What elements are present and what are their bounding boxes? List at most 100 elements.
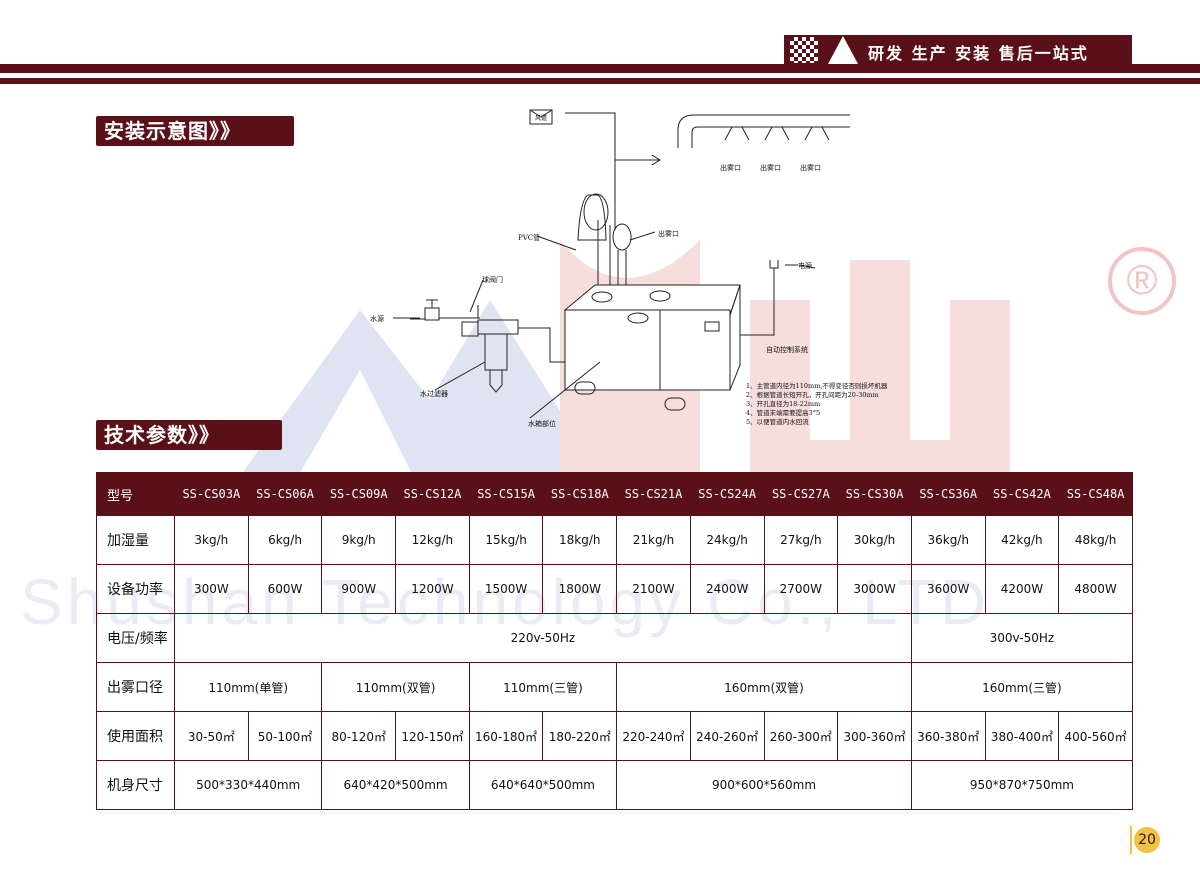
table-cell: 2100W <box>616 564 691 614</box>
table-cell: 3000W <box>837 564 912 614</box>
note-5: 5、以便管道内水回流 <box>746 417 809 426</box>
header-cell: SS-CS09A <box>321 472 397 516</box>
note-2: 2、根据管道长短开孔，开孔间距为20-30mm <box>746 390 879 399</box>
slogan-text: 研发 生产 安装 售后一站式 <box>868 44 1089 63</box>
label-water-filter: 水过滤器 <box>420 389 448 398</box>
table-cell: 15kg/h <box>468 515 544 565</box>
table-header-row: 型号 SS-CS03A SS-CS06A SS-CS09A SS-CS12A S… <box>96 472 1133 516</box>
table-cell: 6kg/h <box>247 515 323 565</box>
table-cell: 380-400㎡ <box>984 711 1060 761</box>
header-cell: SS-CS24A <box>689 472 765 516</box>
table-cell: 300W <box>174 564 249 614</box>
table-cell: 30-50㎡ <box>174 711 249 761</box>
table-cell: 4800W <box>1058 564 1133 614</box>
table-cell: 600W <box>247 564 323 614</box>
header-bar-bottom <box>0 78 1200 84</box>
header-cell: SS-CS27A <box>763 472 839 516</box>
table-cell: 42kg/h <box>984 515 1060 565</box>
label-auto-control: 自动控制系统 <box>766 345 808 354</box>
table-cell: 360-380㎡ <box>910 711 986 761</box>
label-power: 电源 <box>798 261 812 270</box>
wind-duct-icon <box>529 109 553 125</box>
header-cell: 型号 <box>96 472 175 516</box>
table-cell: 950*870*750mm <box>910 760 1133 810</box>
install-diagram-title: 安装示意图》》 <box>96 116 294 146</box>
table-cell: 48kg/h <box>1058 515 1133 565</box>
table-cell: 27kg/h <box>763 515 839 565</box>
header-bar-top <box>0 64 1200 73</box>
header-cell: SS-CS03A <box>174 472 249 516</box>
note-1: 1、主管道内径为110mm,不得变径否则损坏机器 <box>746 381 888 390</box>
header-cell: SS-CS06A <box>247 472 323 516</box>
registered-mark-icon: ® <box>1108 247 1176 315</box>
table-cell: 300-360㎡ <box>837 711 912 761</box>
label-mist-out: 出雾口 <box>658 229 679 238</box>
checker-logo-icon <box>790 37 818 63</box>
label-tank: 水箱部位 <box>528 419 556 428</box>
label-ball-valve: 球阀门 <box>482 275 503 284</box>
label-mist-1: 出雾口 <box>720 163 741 172</box>
table-cell: 160-180㎡ <box>468 711 544 761</box>
table-cell: 160mm(双管) <box>616 662 912 712</box>
row-label: 电压/频率 <box>96 613 175 663</box>
table-cell: 80-120㎡ <box>321 711 397 761</box>
table-cell: 260-300㎡ <box>763 711 839 761</box>
table-cell: 300v-50Hz <box>910 613 1133 663</box>
table-cell: 50-100㎡ <box>247 711 323 761</box>
table-cell: 1500W <box>468 564 544 614</box>
table-cell: 12kg/h <box>395 515 470 565</box>
table-cell: 900W <box>321 564 397 614</box>
table-cell: 110mm(双管) <box>321 662 470 712</box>
header-cell: SS-CS48A <box>1058 472 1133 516</box>
table-cell: 30kg/h <box>837 515 912 565</box>
table-cell: 9kg/h <box>321 515 397 565</box>
table-cell: 640*640*500mm <box>468 760 618 810</box>
page-number: 20 <box>1134 827 1160 853</box>
table-row-humidify: 加湿量 3kg/h 6kg/h 9kg/h 12kg/h 15kg/h 18kg… <box>96 515 1133 565</box>
table-cell: 110mm(三管) <box>468 662 618 712</box>
row-label: 加湿量 <box>96 515 175 565</box>
table-cell: 240-260㎡ <box>689 711 765 761</box>
header-cell: SS-CS15A <box>468 472 544 516</box>
table-cell: 110mm(单管) <box>173 662 323 712</box>
table-cell: 120-150㎡ <box>395 711 470 761</box>
note-3: 3、开孔直径为18-22mm <box>746 399 820 408</box>
table-cell: 1200W <box>395 564 470 614</box>
installation-diagram: 风道 出雾口 出雾口 出雾口 PVC管 出雾口 球阀门 水源 电源 自动控制系统… <box>370 109 888 428</box>
triangle-icon <box>828 36 858 64</box>
table-cell: 18kg/h <box>542 515 618 565</box>
table-cell: 1800W <box>542 564 618 614</box>
table-cell: 4200W <box>984 564 1060 614</box>
header-cell: SS-CS18A <box>542 472 618 516</box>
header-cell: SS-CS42A <box>984 472 1060 516</box>
header-cell: SS-CS36A <box>910 472 986 516</box>
table-row-area: 使用面积 30-50㎡ 50-100㎡ 80-120㎡ 120-150㎡ 160… <box>96 711 1133 761</box>
header-cell: SS-CS12A <box>395 472 470 516</box>
table-row-size: 机身尺寸 500*330*440mm 640*420*500mm 640*640… <box>96 760 1133 810</box>
table-row-power: 设备功率 300W 600W 900W 1200W 1500W 1800W 21… <box>96 564 1133 614</box>
table-cell: 21kg/h <box>616 515 691 565</box>
table-cell: 36kg/h <box>910 515 986 565</box>
label-pvc: PVC管 <box>518 233 540 242</box>
table-cell: 900*600*560mm <box>616 760 912 810</box>
page-number-divider <box>1130 826 1132 854</box>
table-cell: 2700W <box>763 564 839 614</box>
note-4: 4、管道末端需要提高3°5 <box>746 408 820 417</box>
row-label: 机身尺寸 <box>96 760 175 810</box>
spec-table-title: 技术参数》》 <box>96 420 282 450</box>
header-cell: SS-CS21A <box>616 472 691 516</box>
table-cell: 24kg/h <box>689 515 765 565</box>
spec-table: 型号 SS-CS03A SS-CS06A SS-CS09A SS-CS12A S… <box>96 472 1133 810</box>
table-cell: 220v-50Hz <box>174 613 912 663</box>
table-cell: 3600W <box>910 564 986 614</box>
label-wind: 风道 <box>535 114 547 122</box>
table-cell: 400-560㎡ <box>1058 711 1133 761</box>
label-mist-3: 出雾口 <box>800 163 821 172</box>
header-cell: SS-CS30A <box>837 472 912 516</box>
table-cell: 640*420*500mm <box>321 760 470 810</box>
table-cell: 500*330*440mm <box>173 760 323 810</box>
table-row-voltage: 电压/频率 220v-50Hz 300v-50Hz <box>96 613 1133 663</box>
row-label: 使用面积 <box>96 711 175 761</box>
label-water-source: 水源 <box>370 314 384 323</box>
table-cell: 3kg/h <box>174 515 249 565</box>
